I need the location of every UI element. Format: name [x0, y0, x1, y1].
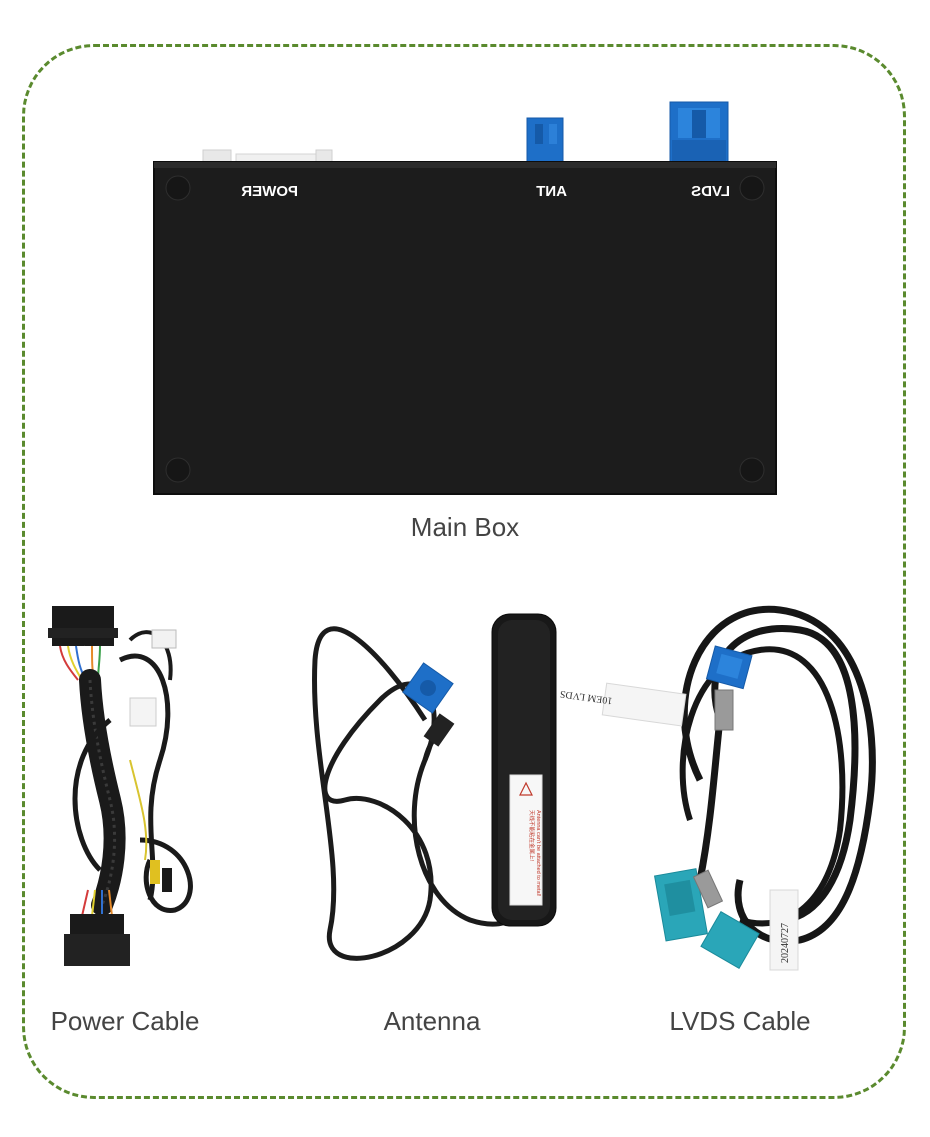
lvds-cable-caption: LVDS Cable [669, 1006, 811, 1036]
lvds-tag2-text: 20240727 [780, 923, 791, 963]
antenna: 天线不能粘在金属上! Antenna can't be attached to … [312, 613, 557, 961]
ant-connector [526, 117, 564, 165]
power-cable [48, 606, 193, 966]
dashed-frame [22, 44, 906, 1099]
power-cable-caption: Power Cable [50, 1006, 200, 1036]
main-box: POWER ANT LVDS [153, 101, 777, 495]
antenna-caption: Antenna [383, 1006, 481, 1036]
svg-text:天线不能粘在金属上!: 天线不能粘在金属上! [528, 810, 536, 862]
svg-text:Antenna can't be attached to m: Antenna can't be attached to metal! [535, 810, 541, 897]
lvds-tag-text: 10EM LVDS [559, 688, 613, 706]
power-port-label: POWER [241, 183, 298, 200]
lvds-connector [669, 101, 729, 165]
ant-port-label: ANT [536, 183, 567, 200]
lvds-cable: 10EM LVDS 20240727 [559, 605, 876, 971]
lvds-port-label: LVDS [691, 183, 730, 200]
main-box-caption: Main Box [410, 512, 520, 542]
